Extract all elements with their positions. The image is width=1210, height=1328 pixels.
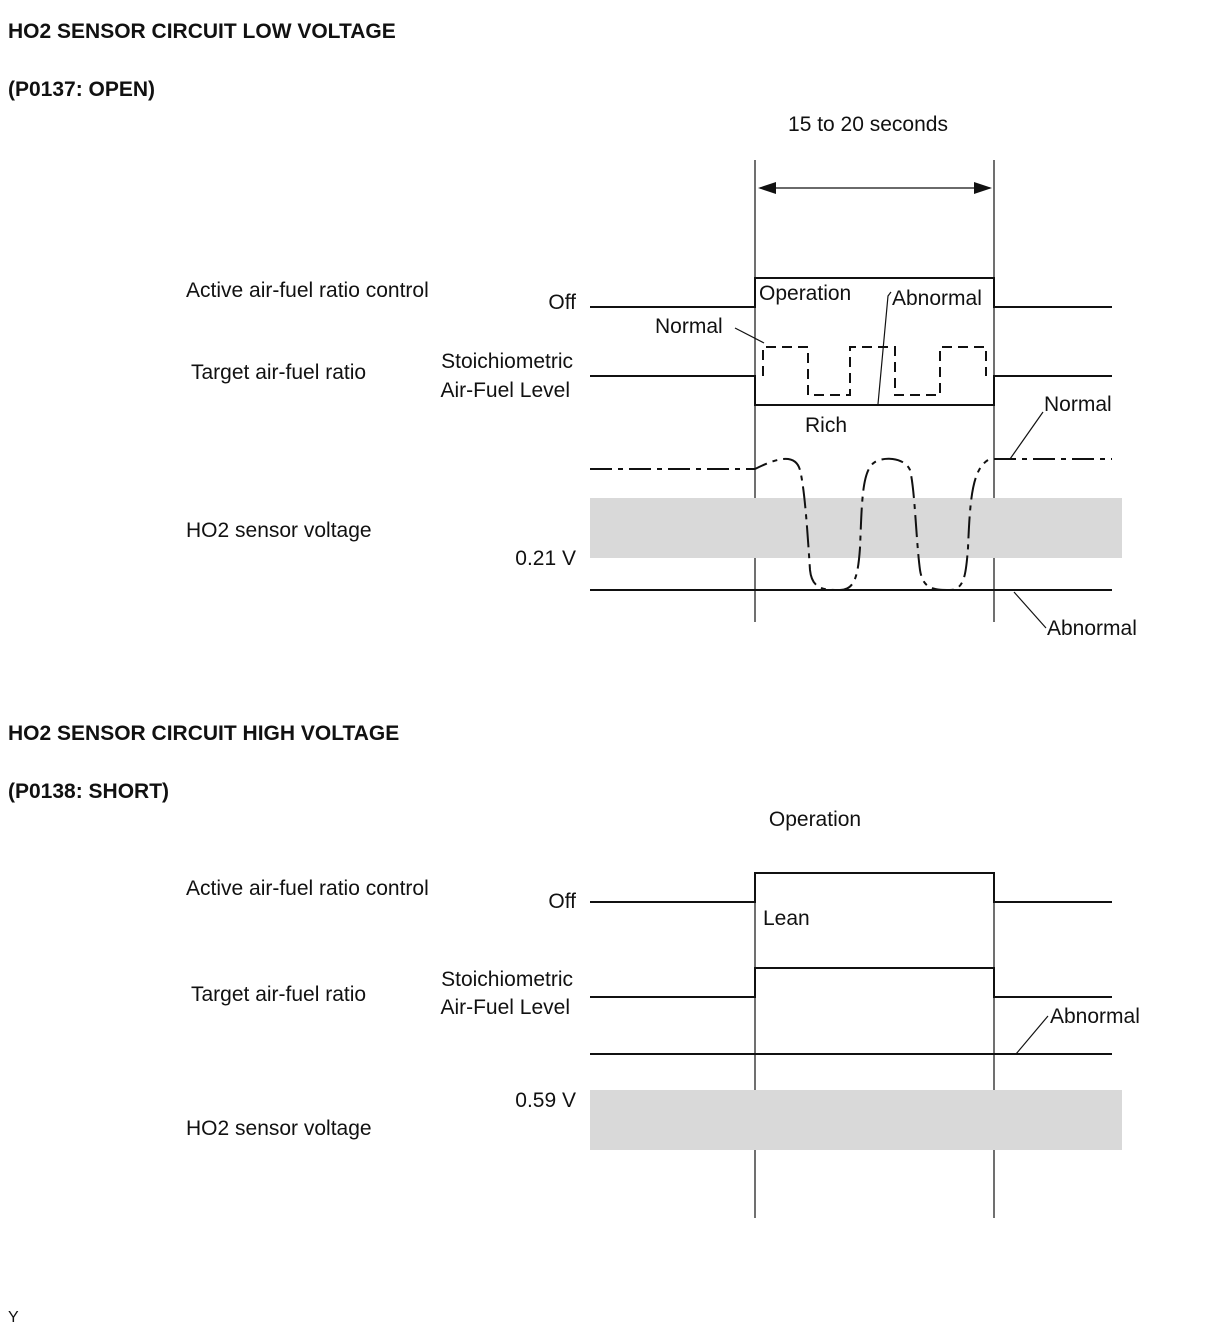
duration-label: 15 to 20 seconds: [788, 113, 948, 136]
callout-rich: Rich: [805, 414, 847, 437]
callout-normal-top: Normal: [655, 315, 723, 338]
target-ratio-abnormal-waveform: [590, 375, 1112, 406]
section-low-code: (P0137: OPEN): [8, 78, 155, 101]
leader-normal-top: [734, 327, 765, 344]
level-stoich-line2-high: Air-Fuel Level: [440, 996, 570, 1019]
voltage-band-low: [590, 498, 1122, 558]
leader-abnormal-bottom: [1013, 591, 1047, 629]
row-label-target-ratio-low: Target air-fuel ratio: [191, 361, 366, 384]
operation-label-high: Operation: [769, 808, 861, 831]
callout-lean: Lean: [763, 907, 810, 930]
target-ratio-normal-waveform: [762, 346, 987, 396]
level-off-high: Off: [548, 890, 576, 913]
level-stoich-line2-low: Air-Fuel Level: [440, 379, 570, 402]
callout-abnormal-top: Abnormal: [892, 287, 982, 310]
voltage-band-high: [590, 1090, 1122, 1150]
leader-normal-right: [1009, 411, 1044, 460]
row-label-active-control-low: Active air-fuel ratio control: [186, 279, 429, 302]
section-high-code: (P0138: SHORT): [8, 780, 169, 803]
leader-abnormal-top: [877, 291, 892, 405]
footer-mark: Y: [8, 1309, 19, 1326]
level-stoich-line1-low: Stoichiometric: [441, 350, 573, 373]
ho2-normal-waveform-low: [590, 457, 989, 592]
callout-operation: Operation: [759, 282, 851, 305]
row-label-sensor-voltage-high: HO2 sensor voltage: [186, 1117, 372, 1140]
duration-arrow: [758, 182, 992, 194]
row-label-target-ratio-high: Target air-fuel ratio: [191, 983, 366, 1006]
target-ratio-waveform-high: [590, 967, 1112, 998]
row-label-active-control-high: Active air-fuel ratio control: [186, 877, 429, 900]
section-low-title: HO2 SENSOR CIRCUIT LOW VOLTAGE: [8, 20, 396, 43]
leader-abnormal-high: [1015, 1015, 1049, 1055]
callout-abnormal-high: Abnormal: [1050, 1005, 1140, 1028]
active-control-waveform-low: [590, 277, 1112, 308]
level-voltage-high: 0.59 V: [515, 1089, 576, 1112]
level-voltage-low: 0.21 V: [515, 547, 576, 570]
active-control-waveform-high: [590, 872, 1112, 903]
callout-abnormal-bottom: Abnormal: [1047, 617, 1137, 640]
level-off-low: Off: [548, 291, 576, 314]
section-high-title: HO2 SENSOR CIRCUIT HIGH VOLTAGE: [8, 722, 399, 745]
row-label-sensor-voltage-low: HO2 sensor voltage: [186, 519, 372, 542]
callout-normal-right: Normal: [1044, 393, 1112, 416]
level-stoich-line1-high: Stoichiometric: [441, 968, 573, 991]
